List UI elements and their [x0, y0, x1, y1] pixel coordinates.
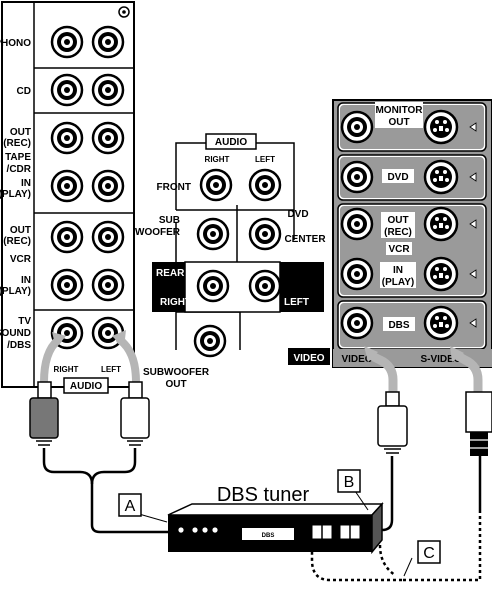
callout-a: A [118, 493, 168, 523]
label-front: FRONT [157, 182, 191, 193]
label-vcr-out-rec-video: (REC) [384, 227, 412, 238]
label-cd: CD [17, 86, 31, 97]
label-dvd-center: DVD [287, 209, 308, 220]
audio-cable-a [29, 330, 168, 534]
tuner-title: DBS tuner [217, 484, 310, 506]
label-vcr-out-video: OUT [387, 215, 408, 226]
label-sound: SOUND [0, 328, 31, 339]
label-vcr-out-rec: (REC) [3, 236, 31, 247]
label-rear-right: RIGHT [160, 297, 191, 308]
label-front-left: LEFT [255, 155, 275, 164]
label-dbs: /DBS [7, 340, 31, 351]
label-rear: REAR [156, 268, 185, 279]
label-audio-center: AUDIO [215, 137, 247, 148]
label-left: LEFT [101, 365, 121, 374]
label-cdr: /CDR [7, 164, 32, 175]
label-vcr-out: OUT [10, 225, 31, 236]
svideo-cable-c [310, 346, 492, 582]
label-tape-in: IN [21, 178, 31, 189]
label-dbs-video: DBS [388, 320, 409, 331]
label-phono: PHONO [0, 38, 31, 49]
left-panel: PHONO CD OUT (REC) TAPE /CDR IN (PLAY) O… [0, 1, 135, 394]
callout-a-label: A [125, 498, 136, 515]
label-vcr-in-play: (PLAY) [0, 286, 31, 297]
tuner-display [242, 528, 294, 540]
label-vcr: VCR [10, 254, 32, 265]
label-tv: TV [18, 316, 31, 327]
label-subwoofer-out: OUT [165, 379, 186, 390]
dvd-sub-center-jacks[interactable] [196, 217, 282, 251]
label-monitor: MONITOR [375, 105, 423, 116]
video-cable-b [364, 346, 408, 532]
label-tape-out: OUT [10, 127, 31, 138]
front-jacks[interactable] [199, 168, 282, 202]
label-tape-in-play: (PLAY) [0, 189, 31, 200]
label-video: VIDEO [341, 354, 372, 365]
label-vcr-in-video: IN [393, 265, 403, 276]
label-audio: AUDIO [70, 381, 102, 392]
callout-c: C [403, 540, 441, 577]
label-monitor-out: OUT [388, 117, 409, 128]
label-sub: SUB [159, 215, 180, 226]
label-vcr-video: VCR [388, 244, 410, 255]
callout-b-label: B [344, 474, 355, 491]
tuner-display-label: DBS [262, 533, 275, 539]
callout-b: B [337, 469, 369, 511]
label-vcr-in-play-video: (PLAY) [382, 277, 414, 288]
label-woofer: WOOFER [135, 227, 181, 238]
label-rear-left: LEFT [284, 297, 309, 308]
label-tape: TAPE [5, 152, 31, 163]
label-svideo: S-VIDEO [420, 354, 461, 365]
callout-c-label: C [423, 545, 435, 562]
label-tape-out-rec: (REC) [3, 138, 31, 149]
label-vcr-in: IN [21, 275, 31, 286]
dbs-tuner: DBS tuner DBS [167, 484, 384, 555]
subwoofer-out-jack[interactable] [193, 324, 227, 358]
label-subwoofer: SUBWOOFER [143, 367, 210, 378]
center-panel: AUDIO RIGHT LEFT FRONT SUB WOOFER DVD CE… [135, 133, 326, 390]
label-dvd-video: DVD [387, 172, 408, 183]
label-center: CENTER [284, 234, 326, 245]
label-video-tag: VIDEO [293, 353, 324, 364]
label-right: RIGHT [54, 365, 79, 374]
label-front-right: RIGHT [205, 155, 230, 164]
monitor-out-label: MONITOR OUT [375, 102, 423, 128]
